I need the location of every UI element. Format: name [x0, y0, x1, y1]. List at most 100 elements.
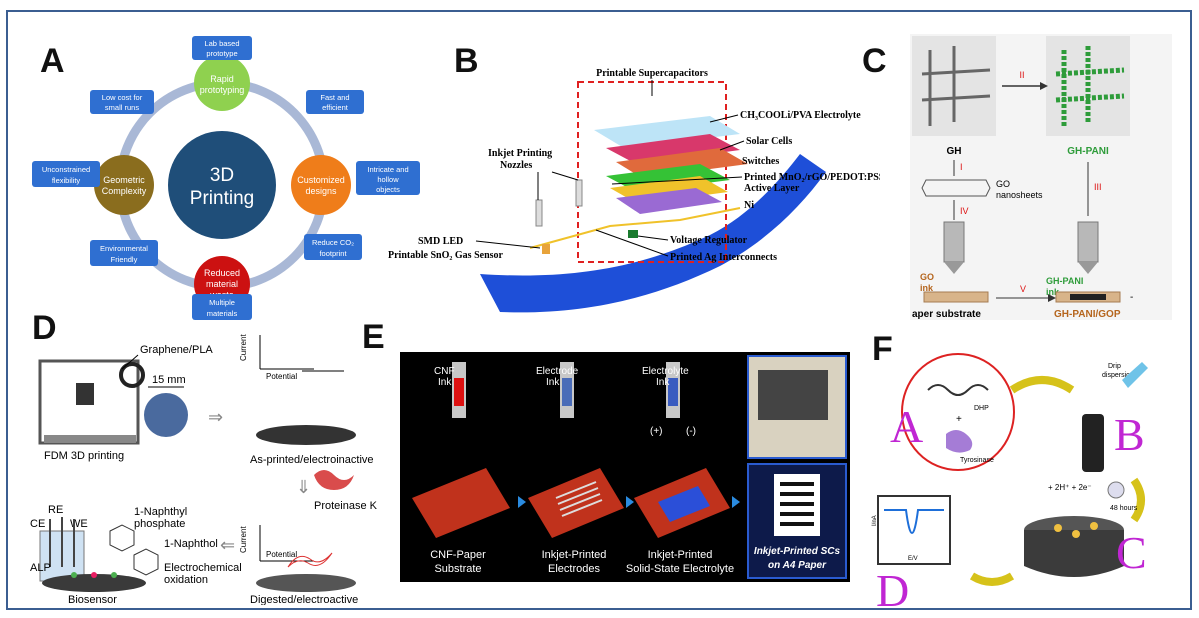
printed-disc	[144, 393, 188, 437]
electrode-body	[1024, 530, 1124, 577]
electrolyte-ink-1: Electrolyte	[642, 366, 689, 377]
nanoparticle	[1090, 522, 1098, 530]
naphthyl-label-1: 1-Naphthyl	[134, 506, 187, 518]
electrode-ink-fill	[562, 378, 572, 406]
go-label: GO	[996, 179, 1010, 189]
box-lab-based: Lab based prototype	[192, 36, 252, 60]
filament-spool	[119, 362, 145, 388]
alp-dot	[71, 572, 77, 578]
arrow-down-icon: ⇓	[296, 477, 311, 497]
gh-structure	[921, 46, 991, 126]
electrode-ink-2: Ink	[546, 377, 560, 388]
svg-text:Low cost for: Low cost for	[102, 93, 143, 102]
gh-pani-label: GH-PANI	[1067, 146, 1109, 157]
svg-text:Unconstrained: Unconstrained	[42, 165, 90, 174]
label-active-layer: Active Layer	[744, 183, 800, 194]
naphthyl-ring	[109, 524, 135, 552]
panel-f-label: F	[872, 330, 893, 368]
cnf-paper	[412, 468, 510, 538]
caption-3b: Solid-State Electrolyte	[626, 563, 734, 575]
fdm-label: FDM 3D printing	[44, 450, 124, 462]
paper-substrate-label: aper substrate	[912, 309, 981, 320]
arrowhead	[1048, 294, 1056, 302]
node-text: Customized	[297, 175, 345, 185]
biosensor-label: Biosensor	[68, 594, 117, 605]
naphthyl-label-2: phosphate	[134, 518, 185, 530]
go-nozzle	[943, 221, 965, 263]
tyrosinase-structure	[946, 430, 973, 453]
cnf-ink-1: CNF	[434, 366, 455, 377]
center-circle	[168, 131, 276, 239]
node-text: designs	[305, 186, 337, 196]
hours-label: 48 hours	[1110, 505, 1138, 512]
smd-led	[542, 244, 550, 254]
go-ink-1: GO	[920, 272, 934, 282]
svg-text:prototype: prototype	[206, 49, 237, 58]
svg-text:footprint: footprint	[319, 249, 347, 258]
caption-1a: CNF-Paper	[430, 549, 486, 561]
caption-2a: Inkjet-Printed	[542, 549, 607, 561]
panel-c-diagram: II GH GH-PANI I GO nanosheets IV III GO …	[910, 34, 1172, 320]
re-label: RE	[48, 504, 63, 516]
box-environmental: Environmental Friendly	[90, 240, 158, 266]
reaction-label: + 2H⁺ + 2e⁻	[1048, 483, 1092, 492]
cycle-arrow	[1009, 376, 1075, 394]
panel-e-label: E	[362, 318, 385, 356]
gh-pani-structure	[1055, 46, 1125, 126]
potential-label-2: Potential	[266, 550, 297, 559]
svg-text:Environmental: Environmental	[100, 244, 148, 253]
label-printable-supercapacitors: Printable Supercapacitors	[596, 68, 708, 79]
caption-3a: Inkjet-Printed	[648, 549, 713, 561]
box-unconstrained: Unconstrained flexibility	[32, 161, 100, 187]
node-text: Reduced	[204, 268, 240, 278]
dhp-molecule	[927, 384, 989, 396]
step-arrow-icon	[732, 496, 740, 508]
alp-dot	[111, 572, 117, 578]
leader-line	[551, 171, 579, 181]
step-iv: IV	[960, 206, 969, 216]
letter-a: A	[890, 401, 923, 452]
svg-text:Reduce CO₂: Reduce CO₂	[312, 238, 354, 247]
as-printed-disc	[256, 425, 356, 445]
ghpani-nozzle	[1077, 221, 1099, 263]
arrowhead	[1040, 82, 1048, 90]
plus-label: (+)	[650, 426, 663, 437]
potential-label: Potential	[266, 372, 297, 381]
label-smd-led: SMD LED	[418, 236, 463, 247]
center-text-2: Printing	[190, 188, 254, 209]
current-label: Current	[239, 334, 248, 361]
svg-text:Intricate and: Intricate and	[367, 165, 408, 174]
box-low-cost: Low cost for small runs	[90, 90, 154, 114]
panel-e: E CNF Ink CNF-Paper Substrate Electrode …	[360, 318, 860, 608]
drip-label-1: Drip	[1108, 363, 1121, 370]
nanoparticle	[1072, 530, 1080, 538]
panel-e-diagram: CNF Ink CNF-Paper Substrate Electrode In…	[400, 352, 850, 582]
label-inkjet-nozzles-1: Inkjet Printing	[488, 148, 552, 159]
enzyme-circle	[901, 353, 1015, 471]
voltammogram-curve	[884, 509, 944, 534]
leader-line	[719, 140, 745, 151]
proteinase-label: Proteinase K	[314, 500, 378, 512]
biosensor-disc	[42, 574, 146, 592]
leader-line	[595, 229, 669, 257]
pipette	[1122, 362, 1148, 388]
panel-b-label: B	[454, 42, 479, 80]
ghpani-ink-1: GH-PANI	[1046, 276, 1083, 286]
svg-text:objects: objects	[376, 185, 400, 194]
panel-d-diagram: Graphene/PLA 15 mm FDM 3D printing ⇒ Cur…	[30, 334, 378, 605]
leader-line	[611, 176, 743, 185]
nozzle-tip	[1078, 262, 1098, 274]
node-text: material	[206, 279, 238, 289]
leader-line	[121, 354, 139, 370]
panel-a-label: A	[40, 42, 65, 80]
layer-solar	[606, 134, 740, 164]
nozzle-2	[575, 179, 583, 207]
layer-electrolyte	[594, 116, 740, 148]
laptop-screen	[758, 370, 828, 420]
panel-d: D Graphene/PLA 15 mm FDM 3D printing ⇒ C…	[14, 305, 394, 605]
gh-label: GH	[947, 146, 962, 157]
panel-f-diagram: DHP + Tyrosinase A Drip dispersion B + 2…	[872, 353, 1148, 610]
electrode-rod	[1082, 414, 1104, 472]
printed-electrodes	[555, 481, 603, 517]
step-arrow-icon	[518, 496, 526, 508]
